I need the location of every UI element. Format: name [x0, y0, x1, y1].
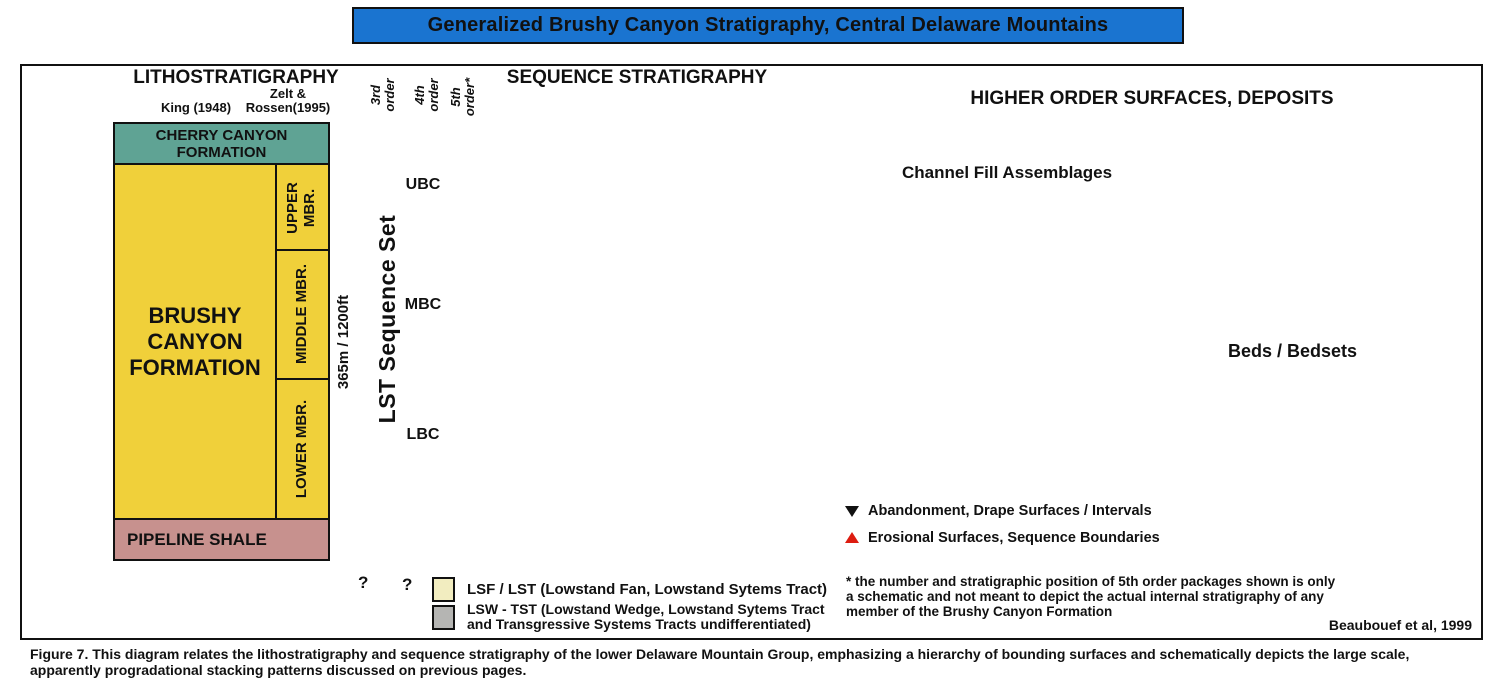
page-title: Generalized Brushy Canyon Stratigraphy, … [427, 14, 1109, 36]
order-4th-label: 4th order [412, 78, 441, 112]
legend-swatch-lsw [432, 605, 455, 630]
ref-zelt-rossen: Zelt & Rossen(1995) [245, 86, 331, 115]
question-mark-left: ? [358, 573, 369, 592]
unit-middle-member [275, 249, 330, 380]
attribution: Beaubouef et al, 1999 [1316, 616, 1476, 634]
scale-label: 365m / 1200ft [335, 294, 352, 390]
beds-bedsets-title: Beds / Bedsets [1228, 341, 1358, 361]
erosional-legend-label: Erosional Surfaces, Sequence Boundaries [868, 530, 1160, 546]
higher-order-heading: HIGHER ORDER SURFACES, DEPOSITS [970, 88, 1334, 109]
lst-sequence-set-label: LST Sequence Set [374, 214, 400, 424]
cycle-lbc-label: LBC [406, 426, 440, 443]
channel-fill-title: Channel Fill Assemblages [902, 163, 1113, 182]
legend-lsw-label: LSW - TST (Lowstand Wedge, Lowstand Syte… [467, 601, 825, 632]
sequence-heading: SEQUENCE STRATIGRAPHY [506, 67, 768, 88]
cycle-ubc-label: UBC [405, 176, 441, 193]
legend-lsf-label: LSF / LST (Lowstand Fan, Lowstand Sytems… [467, 581, 828, 598]
middle-member-label: MIDDLE MBR. [293, 264, 310, 364]
unit-pipeline-shale: PIPELINE SHALE [113, 518, 330, 561]
unit-cherry-canyon: CHERRY CANYON FORMATION [113, 122, 330, 165]
ref-king: King (1948) [160, 100, 232, 115]
unit-brushy-canyon: BRUSHY CANYON FORMATION [113, 163, 277, 520]
pipeline-label: PIPELINE SHALE [127, 529, 267, 549]
unit-upper-member [275, 163, 330, 251]
erosional-marker-icon [845, 532, 859, 543]
abandonment-legend-label: Abandonment, Drape Surfaces / Intervals [868, 503, 1152, 519]
lithostratigraphy-heading: LITHOSTRATIGRAPHY [133, 67, 339, 88]
order-3rd-label: 3rd order [368, 78, 397, 112]
order-5th-label: 5th order* [448, 77, 477, 117]
title-bar: Generalized Brushy Canyon Stratigraphy, … [352, 7, 1184, 44]
abandonment-marker-icon [845, 506, 859, 517]
legend-swatch-lsf [432, 577, 455, 602]
upper-member-label: UPPER MBR. [284, 182, 318, 234]
fifth-order-footnote: * the number and stratigraphic position … [846, 574, 1336, 619]
cycle-mbc-label: MBC [404, 296, 442, 313]
question-mark-right: ? [402, 575, 413, 594]
figure-caption: Figure 7. This diagram relates the litho… [30, 646, 1410, 678]
lower-member-label: LOWER MBR. [293, 399, 310, 499]
